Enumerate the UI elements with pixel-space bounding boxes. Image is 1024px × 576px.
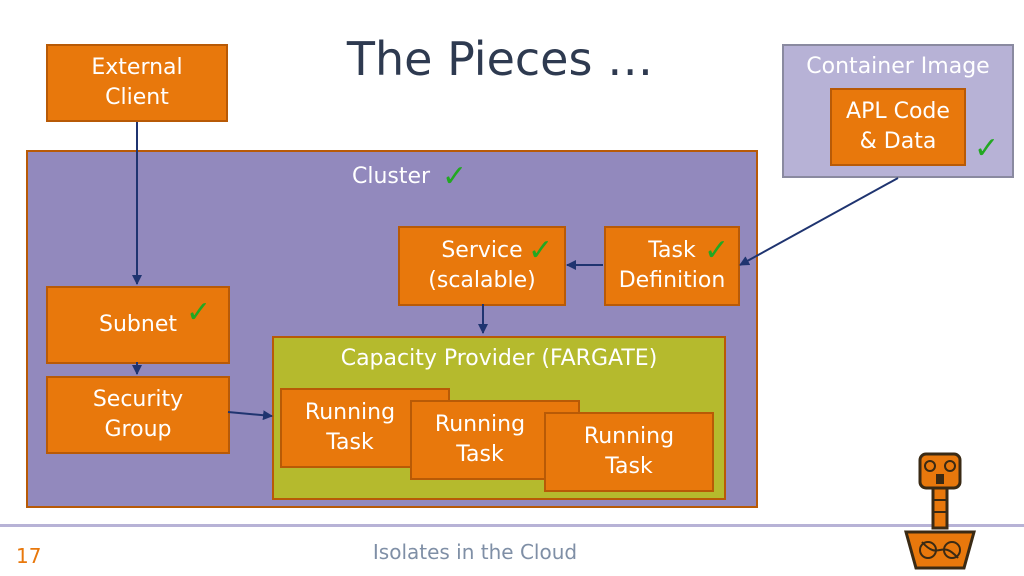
cluster-panel: Cluster ✓ Service (scalable) ✓ Task Defi… <box>26 150 758 508</box>
security-group-line2: Group <box>104 417 172 442</box>
running-task-1-line2: Task <box>326 430 374 455</box>
task-definition-checkmark-icon: ✓ <box>704 233 730 268</box>
subnet-box: Subnet <box>46 286 230 364</box>
service-checkmark-icon: ✓ <box>528 233 554 268</box>
cluster-label: Cluster <box>352 164 431 189</box>
apl-line1: APL Code <box>846 99 950 124</box>
task-definition-line2: Definition <box>618 268 726 293</box>
arrow-security-group-to-tasks <box>227 410 273 421</box>
container-image-label: Container Image <box>806 54 990 79</box>
subnet-label: Subnet <box>99 312 177 337</box>
external-client-box: External Client <box>46 44 228 122</box>
footer-title: Isolates in the Cloud <box>372 540 578 564</box>
external-client-line2: Client <box>105 85 169 110</box>
task-definition-box: Task Definition <box>604 226 740 306</box>
running-task-2-line2: Task <box>456 442 504 467</box>
page-number: 17 <box>16 544 42 568</box>
running-task-2-line1: Running <box>434 412 526 437</box>
thors-hammer-logo-icon <box>904 452 976 570</box>
external-client-line1: External <box>91 55 183 80</box>
running-task-3-line1: Running <box>583 424 675 449</box>
task-definition-line1: Task <box>648 238 696 263</box>
apl-checkmark-icon: ✓ <box>974 131 1000 166</box>
container-image-panel: Container Image APL Code & Data ✓ <box>782 44 1014 178</box>
footer-divider <box>0 524 1024 527</box>
security-group-line1: Security <box>92 387 184 412</box>
apl-code-data-box: APL Code & Data <box>830 88 966 166</box>
slide-title: The Pieces … <box>346 32 654 86</box>
running-task-3-line2: Task <box>605 454 653 479</box>
capacity-provider-panel: Capacity Provider (FARGATE) Running Task… <box>272 336 726 500</box>
cluster-checkmark-icon: ✓ <box>442 159 468 194</box>
running-task-3: Running Task <box>544 412 714 492</box>
service-box: Service (scalable) <box>398 226 566 306</box>
apl-line2: & Data <box>859 129 937 154</box>
service-line1: Service <box>441 238 523 263</box>
service-line2: (scalable) <box>428 268 536 293</box>
capacity-provider-label: Capacity Provider (FARGATE) <box>340 346 658 371</box>
subnet-checkmark-icon: ✓ <box>186 295 212 330</box>
arrow-image-to-task-definition <box>739 177 899 266</box>
security-group-box: Security Group <box>46 376 230 454</box>
running-task-1-line1: Running <box>304 400 396 425</box>
